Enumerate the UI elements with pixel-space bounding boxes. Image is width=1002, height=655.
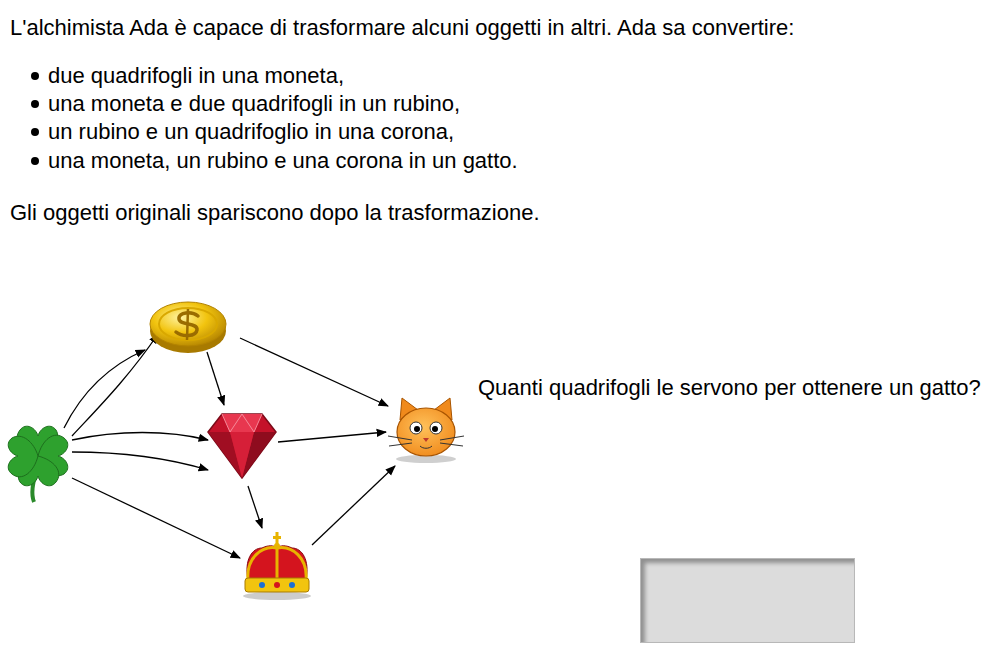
rule-item: due quadrifogli in una moneta, (48, 62, 344, 90)
rule-item: una moneta, un rubino e una corona in un… (48, 147, 518, 175)
clover-icon (8, 426, 68, 502)
cat-icon (388, 398, 464, 463)
crown-icon (243, 532, 311, 600)
ruby-icon (208, 414, 276, 478)
statement-text: Gli oggetti originali spariscono dopo la… (10, 199, 540, 227)
transformation-arrow (64, 334, 395, 558)
question-text: Quanti quadrifogli le servono per ottene… (478, 372, 993, 404)
rule-item: un rubino e un quadrifoglio in una coron… (48, 118, 454, 146)
bullet-dot (31, 72, 39, 165)
coin-icon (150, 302, 226, 353)
answer-box (640, 558, 855, 643)
rule-item: una moneta e due quadrifogli in un rubin… (48, 90, 460, 118)
statement-text: L'alchimista Ada è capace di trasformare… (10, 14, 794, 42)
